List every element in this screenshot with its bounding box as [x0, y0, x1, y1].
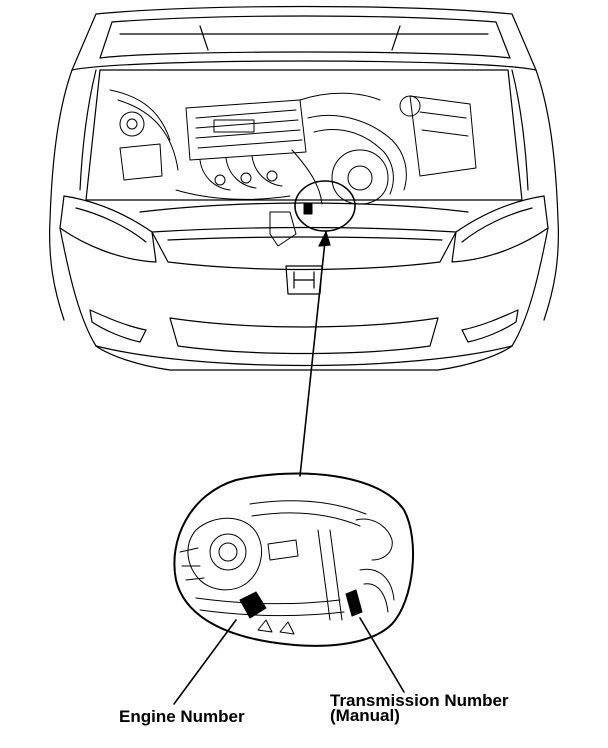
detail-connector: [267, 539, 299, 561]
hood-brace: [199, 25, 401, 51]
right-fog-light: [461, 309, 519, 343]
coolant-hose: [175, 189, 291, 200]
air-filter-box-detail: [419, 111, 469, 137]
engine-bay-opening: [85, 69, 523, 201]
engine-number-marker: [303, 203, 313, 215]
detail-throttle-bore: [209, 533, 247, 571]
right-headlight-inner: [461, 207, 533, 243]
valve-cover: [185, 99, 307, 161]
engine-compartment: [109, 89, 477, 247]
engine-number-label: Engine Number: [119, 707, 245, 726]
left-fender-inner: [79, 69, 97, 191]
intake-tube: [307, 114, 407, 191]
right-headlight: [451, 195, 549, 263]
upper-grille: [151, 226, 457, 271]
right-fender-inner: [511, 69, 529, 191]
left-headlight-inner: [75, 207, 147, 243]
upper-grille-inner: [167, 236, 443, 241]
detail-vertical-hose: [317, 529, 343, 621]
zoom-focus-circle: [294, 180, 356, 232]
intake-tube-outer: [313, 128, 394, 195]
lower-grille: [169, 317, 439, 355]
right-strut-tower: [399, 95, 421, 117]
transmission-number-text: Transmission Number: [330, 691, 509, 710]
transmission-number-label: Transmission Number (Manual): [330, 691, 509, 725]
detail-throttle-body: [187, 517, 263, 591]
throttle-body-inner: [347, 165, 373, 191]
left-fog-light: [89, 309, 147, 343]
transmission-number-leader: [359, 617, 405, 693]
pointer-arrow-head: [318, 231, 331, 247]
hood-inner-panel: [99, 15, 511, 59]
air-filter-box: [409, 95, 477, 177]
transmission-number-pad: [345, 589, 363, 617]
engine-number-leader: [173, 619, 237, 705]
detail-throttle-bore-inner: [218, 542, 238, 562]
honda-emblem-h: [293, 271, 315, 289]
brake-master-cylinder: [119, 143, 163, 181]
front-bumper: [59, 227, 549, 367]
detail-bracket: [179, 547, 205, 581]
left-headlight: [59, 195, 157, 263]
detail-upper-hose: [249, 500, 367, 515]
detail-upper-hose-2: [251, 512, 361, 527]
car-front-illustration: [49, 5, 559, 371]
wiring-harness: [291, 92, 381, 205]
valve-cover-ribs: [195, 109, 303, 149]
detail-lower-harness: [195, 597, 345, 617]
detail-view-contents: [179, 500, 395, 635]
valve-cover-plate: [213, 119, 255, 133]
detail-right-pipe: [359, 568, 395, 613]
radiator-support: [139, 202, 469, 213]
throttle-body: [331, 149, 389, 205]
intake-runners: [199, 155, 283, 191]
pointer-line: [299, 231, 327, 477]
injector: [240, 172, 252, 184]
detail-view-frame: [173, 472, 414, 647]
left-strut-tower-inner: [126, 118, 138, 130]
transmission-manual-qualifier: (Manual): [330, 706, 400, 725]
injector: [214, 174, 226, 186]
engine-number-pad: [239, 591, 267, 619]
detail-triangles: [257, 619, 295, 635]
detail-right-component: [355, 518, 393, 561]
left-strut-tower: [119, 111, 145, 137]
bumper-lower-edge: [95, 345, 513, 371]
right-fender: [535, 69, 559, 321]
zoomed-detail-view: [173, 472, 414, 647]
left-fender: [49, 69, 73, 321]
hood-latch-area: [269, 211, 297, 247]
injector: [266, 170, 278, 182]
left-hoses: [109, 89, 179, 171]
